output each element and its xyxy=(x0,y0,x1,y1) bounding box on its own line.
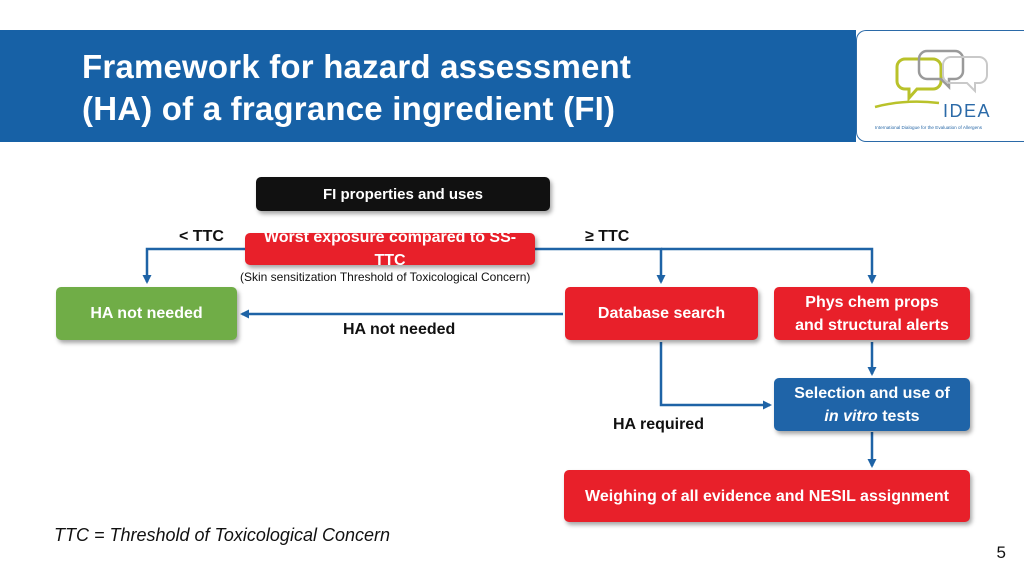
node-phys-chem-line-2: and structural alerts xyxy=(795,316,949,334)
node-phys-chem-line-1: Phys chem props xyxy=(805,293,939,311)
node-fi-properties-label: FI properties and uses xyxy=(322,185,484,203)
arrow-to-ha-not-needed-left xyxy=(142,247,245,284)
edge-label-below-ttc: < TTC xyxy=(179,228,224,245)
node-worst-exposure-label: Worst exposure compared to SS-TTC xyxy=(263,229,517,269)
ss-ttc-definition: (Skin sensitization Threshold of Toxicol… xyxy=(240,270,531,284)
logo-wordmark: IDEA xyxy=(943,101,991,121)
node-worst-exposure: Worst exposure compared to SS-TTC xyxy=(245,229,535,269)
node-in-vitro-line-1: Selection and use of xyxy=(794,384,950,402)
logo-tagline: International Dialogue for the Evaluatio… xyxy=(875,125,983,130)
title-banner xyxy=(0,30,856,142)
slide-title-line-2: (HA) of a fragrance ingredient (FI) xyxy=(82,90,616,127)
node-phys-chem: Phys chem props and structural alerts xyxy=(774,287,970,340)
node-ha-not-needed: HA not needed xyxy=(56,287,237,340)
node-weighing-evidence-label: Weighing of all evidence and NESIL assig… xyxy=(585,487,949,505)
footnote-ttc: TTC = Threshold of Toxicological Concern xyxy=(54,525,390,545)
edge-label-ha-not-needed: HA not needed xyxy=(343,321,456,338)
node-in-vitro-tail: tests xyxy=(877,407,920,425)
slide-title-line-1: Framework for hazard assessment xyxy=(82,48,632,85)
arrow-to-phys-chem xyxy=(661,247,877,284)
edge-label-above-ttc: ≥ TTC xyxy=(585,228,630,245)
arrow-database-to-in-vitro xyxy=(659,342,772,410)
idea-logo: IDEA International Dialogue for the Eval… xyxy=(856,30,1024,142)
arrow-worst-to-database xyxy=(535,247,666,284)
node-fi-properties: FI properties and uses xyxy=(256,177,550,211)
node-database-search: Database search xyxy=(565,287,758,340)
node-database-search-label: Database search xyxy=(597,305,726,322)
page-number: 5 xyxy=(996,543,1006,562)
node-ha-not-needed-label: HA not needed xyxy=(90,305,203,322)
node-in-vitro-tests: Selection and use of in vitro tests xyxy=(774,378,970,431)
slide-title: Framework for hazard assessment (HA) of … xyxy=(82,46,631,130)
speech-bubbles-icon: IDEA International Dialogue for the Eval… xyxy=(874,49,991,130)
edge-label-ha-required: HA required xyxy=(613,416,704,433)
node-weighing-evidence: Weighing of all evidence and NESIL assig… xyxy=(564,470,970,522)
node-in-vitro-italic: in vitro xyxy=(824,407,878,425)
